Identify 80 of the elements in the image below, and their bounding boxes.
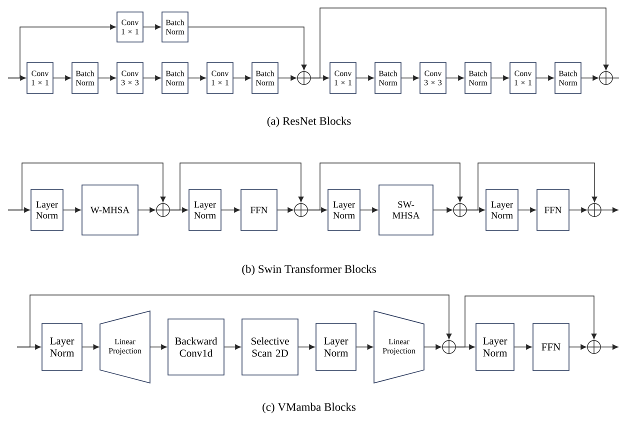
- arrow: [170, 162, 304, 210]
- arrow: [401, 75, 419, 81]
- arrow: [233, 75, 251, 81]
- process-box: Batch Norm: [162, 12, 188, 42]
- process-box: Layer Norm: [188, 189, 222, 231]
- arrow: [360, 207, 378, 213]
- arrow: [143, 75, 161, 81]
- arrow: [143, 24, 161, 30]
- arrow: [569, 344, 586, 350]
- arrow: [82, 344, 99, 350]
- process-box: W-MHSA: [82, 184, 138, 236]
- arrow: [514, 344, 532, 350]
- process-box: Selective Scan 2D: [242, 318, 298, 376]
- arrow: [491, 75, 509, 81]
- process-box: Conv 1 × 1: [116, 12, 144, 42]
- projection-trapezoid: Linear Projection: [100, 310, 150, 384]
- process-box: Backward Conv1d: [168, 318, 224, 376]
- arrow: [53, 75, 71, 81]
- process-box: Conv 1 × 1: [206, 62, 234, 94]
- arrow: [581, 75, 598, 81]
- arrow: [308, 162, 463, 210]
- arrow: [224, 344, 241, 350]
- arrow: [8, 162, 166, 210]
- arrow: [466, 162, 598, 210]
- arrow: [63, 207, 81, 213]
- arrow: [150, 344, 167, 350]
- process-box: Conv 1 × 1: [510, 62, 536, 94]
- process-box: Conv 1 × 1: [330, 62, 356, 94]
- process-box: Batch Norm: [554, 62, 582, 94]
- process-box: Layer Norm: [42, 323, 82, 371]
- sum-node: [587, 202, 602, 218]
- arrow: [221, 207, 240, 213]
- caption: (c) VMamba Blocks: [262, 402, 356, 414]
- process-box: Layer Norm: [328, 189, 360, 231]
- sum-node: [442, 340, 456, 354]
- process-box: Conv 1 × 1: [26, 62, 54, 94]
- sum-node: [296, 70, 312, 86]
- arrow: [569, 207, 587, 213]
- arrow: [8, 24, 116, 78]
- caption: (b) Swin Transformer Blocks: [242, 264, 376, 276]
- sum-node: [156, 202, 170, 218]
- arrow: [138, 207, 156, 213]
- arrow: [278, 75, 296, 81]
- arrow: [600, 344, 618, 350]
- arrow: [16, 294, 452, 348]
- arrow: [98, 75, 116, 81]
- arrow: [277, 207, 294, 213]
- arrow: [456, 296, 597, 348]
- arrow: [446, 75, 464, 81]
- caption: (a) ResNet Blocks: [267, 116, 351, 128]
- process-box: FFN: [532, 323, 570, 371]
- sum-node: [294, 202, 308, 218]
- arrow: [298, 344, 315, 350]
- arrow: [356, 344, 373, 350]
- arrow: [601, 207, 618, 213]
- process-box: FFN: [536, 189, 570, 231]
- process-box: SW-MHSA: [378, 184, 434, 236]
- sum-node: [598, 70, 614, 86]
- process-box: Conv 3 × 3: [116, 62, 144, 94]
- arrow: [356, 75, 374, 81]
- arrow: [188, 75, 206, 81]
- process-box: Batch Norm: [72, 62, 98, 94]
- process-box: Layer Norm: [486, 189, 518, 231]
- process-box: Layer Norm: [30, 189, 64, 231]
- process-box: Layer Norm: [316, 323, 356, 371]
- sum-node: [452, 202, 468, 218]
- arrow: [188, 26, 307, 70]
- arrow: [433, 207, 452, 213]
- process-box: FFN: [240, 189, 278, 231]
- arrow: [424, 344, 442, 350]
- arrow: [518, 207, 536, 213]
- arrow: [536, 75, 554, 81]
- process-box: Batch Norm: [162, 62, 188, 94]
- sum-node: [586, 340, 602, 354]
- process-box: Conv 3 × 3: [420, 62, 446, 94]
- arrow: [310, 8, 609, 78]
- process-box: Batch Norm: [252, 62, 278, 94]
- process-box: Batch Norm: [374, 62, 402, 94]
- process-box: Batch Norm: [464, 62, 492, 94]
- process-box: Layer Norm: [476, 323, 514, 371]
